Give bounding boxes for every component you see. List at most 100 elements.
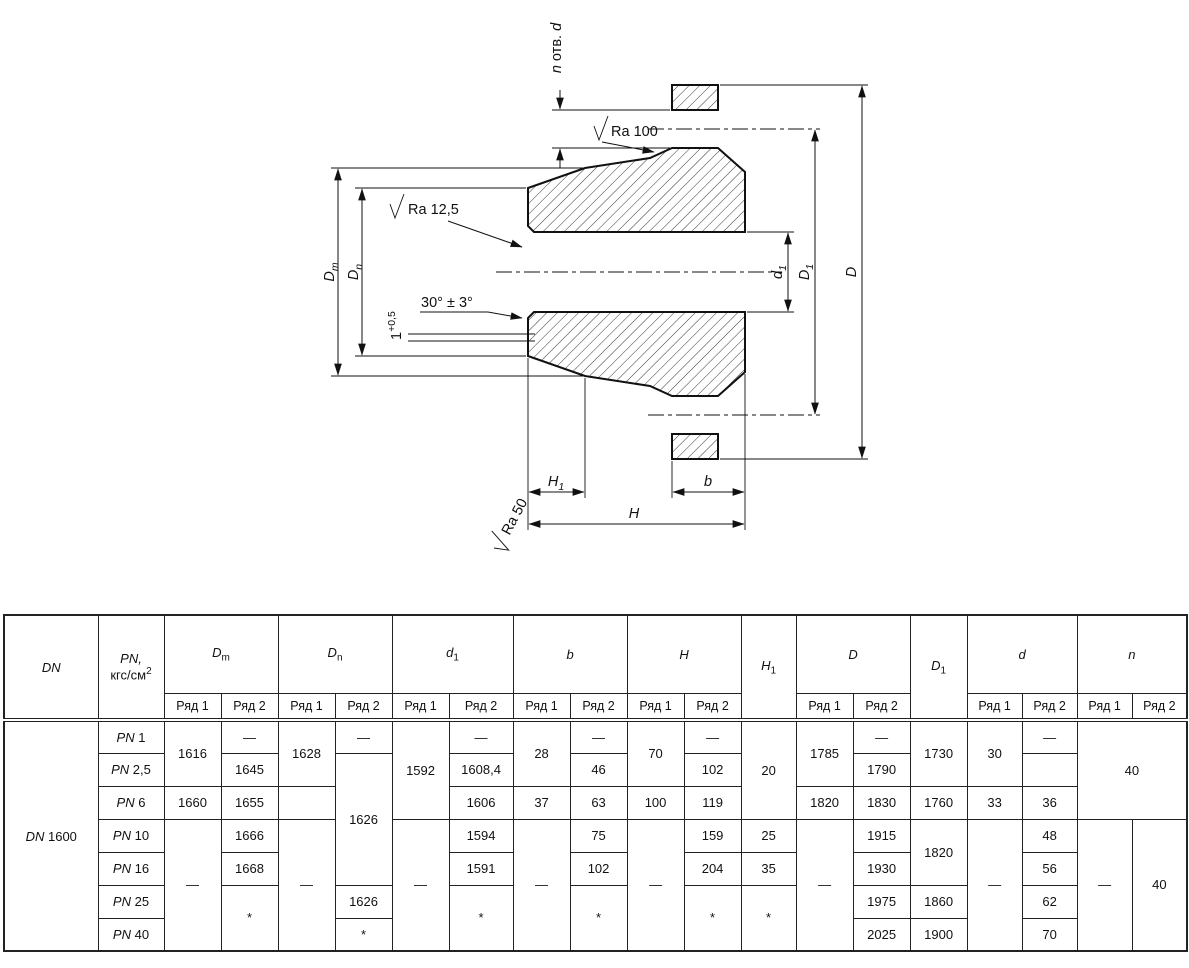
h1-label: H1 bbox=[548, 474, 564, 493]
roughness-check-icon bbox=[389, 193, 405, 220]
flange-rim-below-bolt-hole bbox=[671, 433, 719, 460]
table-cell: 102 bbox=[683, 752, 742, 787]
table-cell: 40 bbox=[1076, 718, 1188, 820]
table-row: PN 2,5 1645 1626 1608,4 46 102 1790 bbox=[4, 752, 1187, 886]
series-header: Ряд 2 bbox=[1131, 692, 1188, 721]
cell-dn: DN 1600 bbox=[3, 718, 99, 952]
bottom-extension-lines bbox=[527, 358, 746, 530]
table-cell: 30 bbox=[966, 718, 1023, 787]
bevel-angle-label: 30° ± 3° bbox=[421, 295, 473, 311]
col-header-pn: PN,кгс/см2 bbox=[97, 614, 165, 721]
table-cell: 1666 bbox=[220, 818, 279, 853]
callout-bolt-holes: n отв. d bbox=[549, 22, 670, 168]
table-cell: * bbox=[334, 917, 393, 952]
table-section: DN PN,кгс/см2 Dm Dn d1 b H H1 D D1 d n Р… bbox=[0, 614, 1189, 952]
table-cell: 28 bbox=[512, 718, 571, 787]
table-cell: 1915 bbox=[852, 818, 911, 853]
col-header-d: d bbox=[966, 614, 1078, 694]
table-cell: 70 bbox=[1021, 917, 1078, 952]
col-header-D: D bbox=[795, 614, 911, 694]
outer-diameter-label: D bbox=[844, 267, 860, 277]
series-header: Ряд 1 bbox=[163, 692, 222, 721]
table-cell: 1626 bbox=[334, 752, 393, 886]
roughness-check-icon bbox=[491, 530, 510, 551]
table-row: PN 10 — 1666 — — 1594 — 75 — 159 25 — 19… bbox=[4, 818, 1188, 952]
col-header-dn: DN bbox=[3, 614, 99, 721]
series-header: Ряд 2 bbox=[334, 692, 393, 721]
table-cell: — bbox=[448, 718, 514, 754]
series-header: Ряд 2 bbox=[220, 692, 279, 721]
table-cell: 1820 bbox=[795, 785, 854, 820]
dim-h: H bbox=[528, 506, 745, 528]
series-header: Ряд 1 bbox=[277, 692, 336, 721]
table-cell: 1975 bbox=[852, 884, 911, 919]
table-cell: — bbox=[966, 818, 1023, 952]
dm-label: Dm bbox=[322, 262, 341, 281]
cell-pn: PN 2,5 bbox=[97, 752, 165, 787]
col-header-dn-dim: Dn bbox=[277, 614, 393, 694]
ra100-label: Ra 100 bbox=[611, 124, 658, 140]
table-cell: 1628 bbox=[277, 718, 336, 787]
table-cell: 70 bbox=[626, 718, 685, 787]
flange-body-upper bbox=[527, 147, 746, 233]
series-header: Ряд 1 bbox=[391, 692, 450, 721]
cell-pn: PN 10 bbox=[97, 818, 165, 853]
series-header: Ряд 2 bbox=[683, 692, 742, 721]
table-cell: 1594 bbox=[448, 818, 514, 853]
ra125-label: Ra 12,5 bbox=[408, 202, 459, 218]
dim-d1: d1 bbox=[747, 231, 794, 313]
series-header: Ряд 2 bbox=[1021, 692, 1078, 721]
table-cell: — bbox=[852, 718, 911, 754]
table-cell: — bbox=[569, 718, 628, 754]
col-header-h: H bbox=[626, 614, 742, 694]
table-cell: — bbox=[1021, 718, 1078, 754]
flange-section bbox=[527, 84, 746, 460]
flange-drawing: Dm Dn d1 D1 D bbox=[322, 22, 868, 551]
table-cell: 35 bbox=[740, 851, 797, 886]
flange-dimension-table: DN PN,кгс/см2 Dm Dn d1 b H H1 D D1 d n Р… bbox=[3, 614, 1189, 952]
table-cell: 1660 bbox=[163, 785, 222, 820]
table-cell: 1930 bbox=[852, 851, 911, 886]
table-cell: — bbox=[1076, 818, 1133, 952]
series-header: Ряд 1 bbox=[626, 692, 685, 721]
dim-weld-land: 1+0,5 bbox=[386, 311, 535, 342]
table-cell: 1820 bbox=[909, 818, 968, 886]
cell-pn: PN 25 bbox=[97, 884, 165, 919]
table-cell: 1626 bbox=[334, 884, 393, 919]
series-header: Ряд 2 bbox=[852, 692, 911, 721]
table-cell: — bbox=[163, 818, 222, 952]
table-cell: 1830 bbox=[852, 785, 911, 820]
table-cell: 63 bbox=[569, 785, 628, 820]
table-row: PN 6 1660 1655 1606 37 63 100 119 1820 1… bbox=[4, 785, 1187, 820]
table-cell: — bbox=[220, 718, 279, 754]
table-cell: — bbox=[683, 718, 742, 754]
table-cell: 40 bbox=[1131, 818, 1188, 952]
table-cell: 62 bbox=[1021, 884, 1078, 919]
table-cell: 1730 bbox=[909, 718, 968, 787]
table-row: PN 40 * 2025 1900 70 bbox=[4, 917, 1187, 952]
series-header: Ряд 2 bbox=[569, 692, 628, 721]
cell-pn: PN 16 bbox=[97, 851, 165, 886]
table-cell: 33 bbox=[966, 785, 1023, 820]
n-holes-label: n отв. d bbox=[549, 22, 565, 73]
table-cell bbox=[277, 785, 336, 820]
roughness-ra125: Ra 12,5 bbox=[389, 193, 523, 248]
col-header-dm: Dm bbox=[163, 614, 279, 694]
table-cell: 1645 bbox=[220, 752, 279, 787]
dim-bolt-circle: D1 bbox=[797, 129, 819, 415]
flange-body-lower bbox=[527, 311, 746, 397]
table-row: DN 1600 PN 1 1616 — 1628 — 1592 — 28 — 7… bbox=[3, 718, 1188, 952]
table-cell: 1760 bbox=[909, 785, 968, 820]
ra50-label: Ra 50 bbox=[499, 496, 531, 538]
h-label: H bbox=[629, 506, 640, 522]
table-cell: 1668 bbox=[220, 851, 279, 886]
table-cell: 159 bbox=[683, 818, 742, 853]
b-label: b bbox=[704, 474, 712, 490]
table-cell: * bbox=[683, 884, 742, 952]
d1-label: d1 bbox=[770, 265, 789, 279]
table-cell: * bbox=[448, 884, 514, 952]
table-cell: * bbox=[569, 884, 628, 952]
col-header-D1: D1 bbox=[909, 614, 968, 721]
roughness-check-icon bbox=[593, 115, 609, 142]
